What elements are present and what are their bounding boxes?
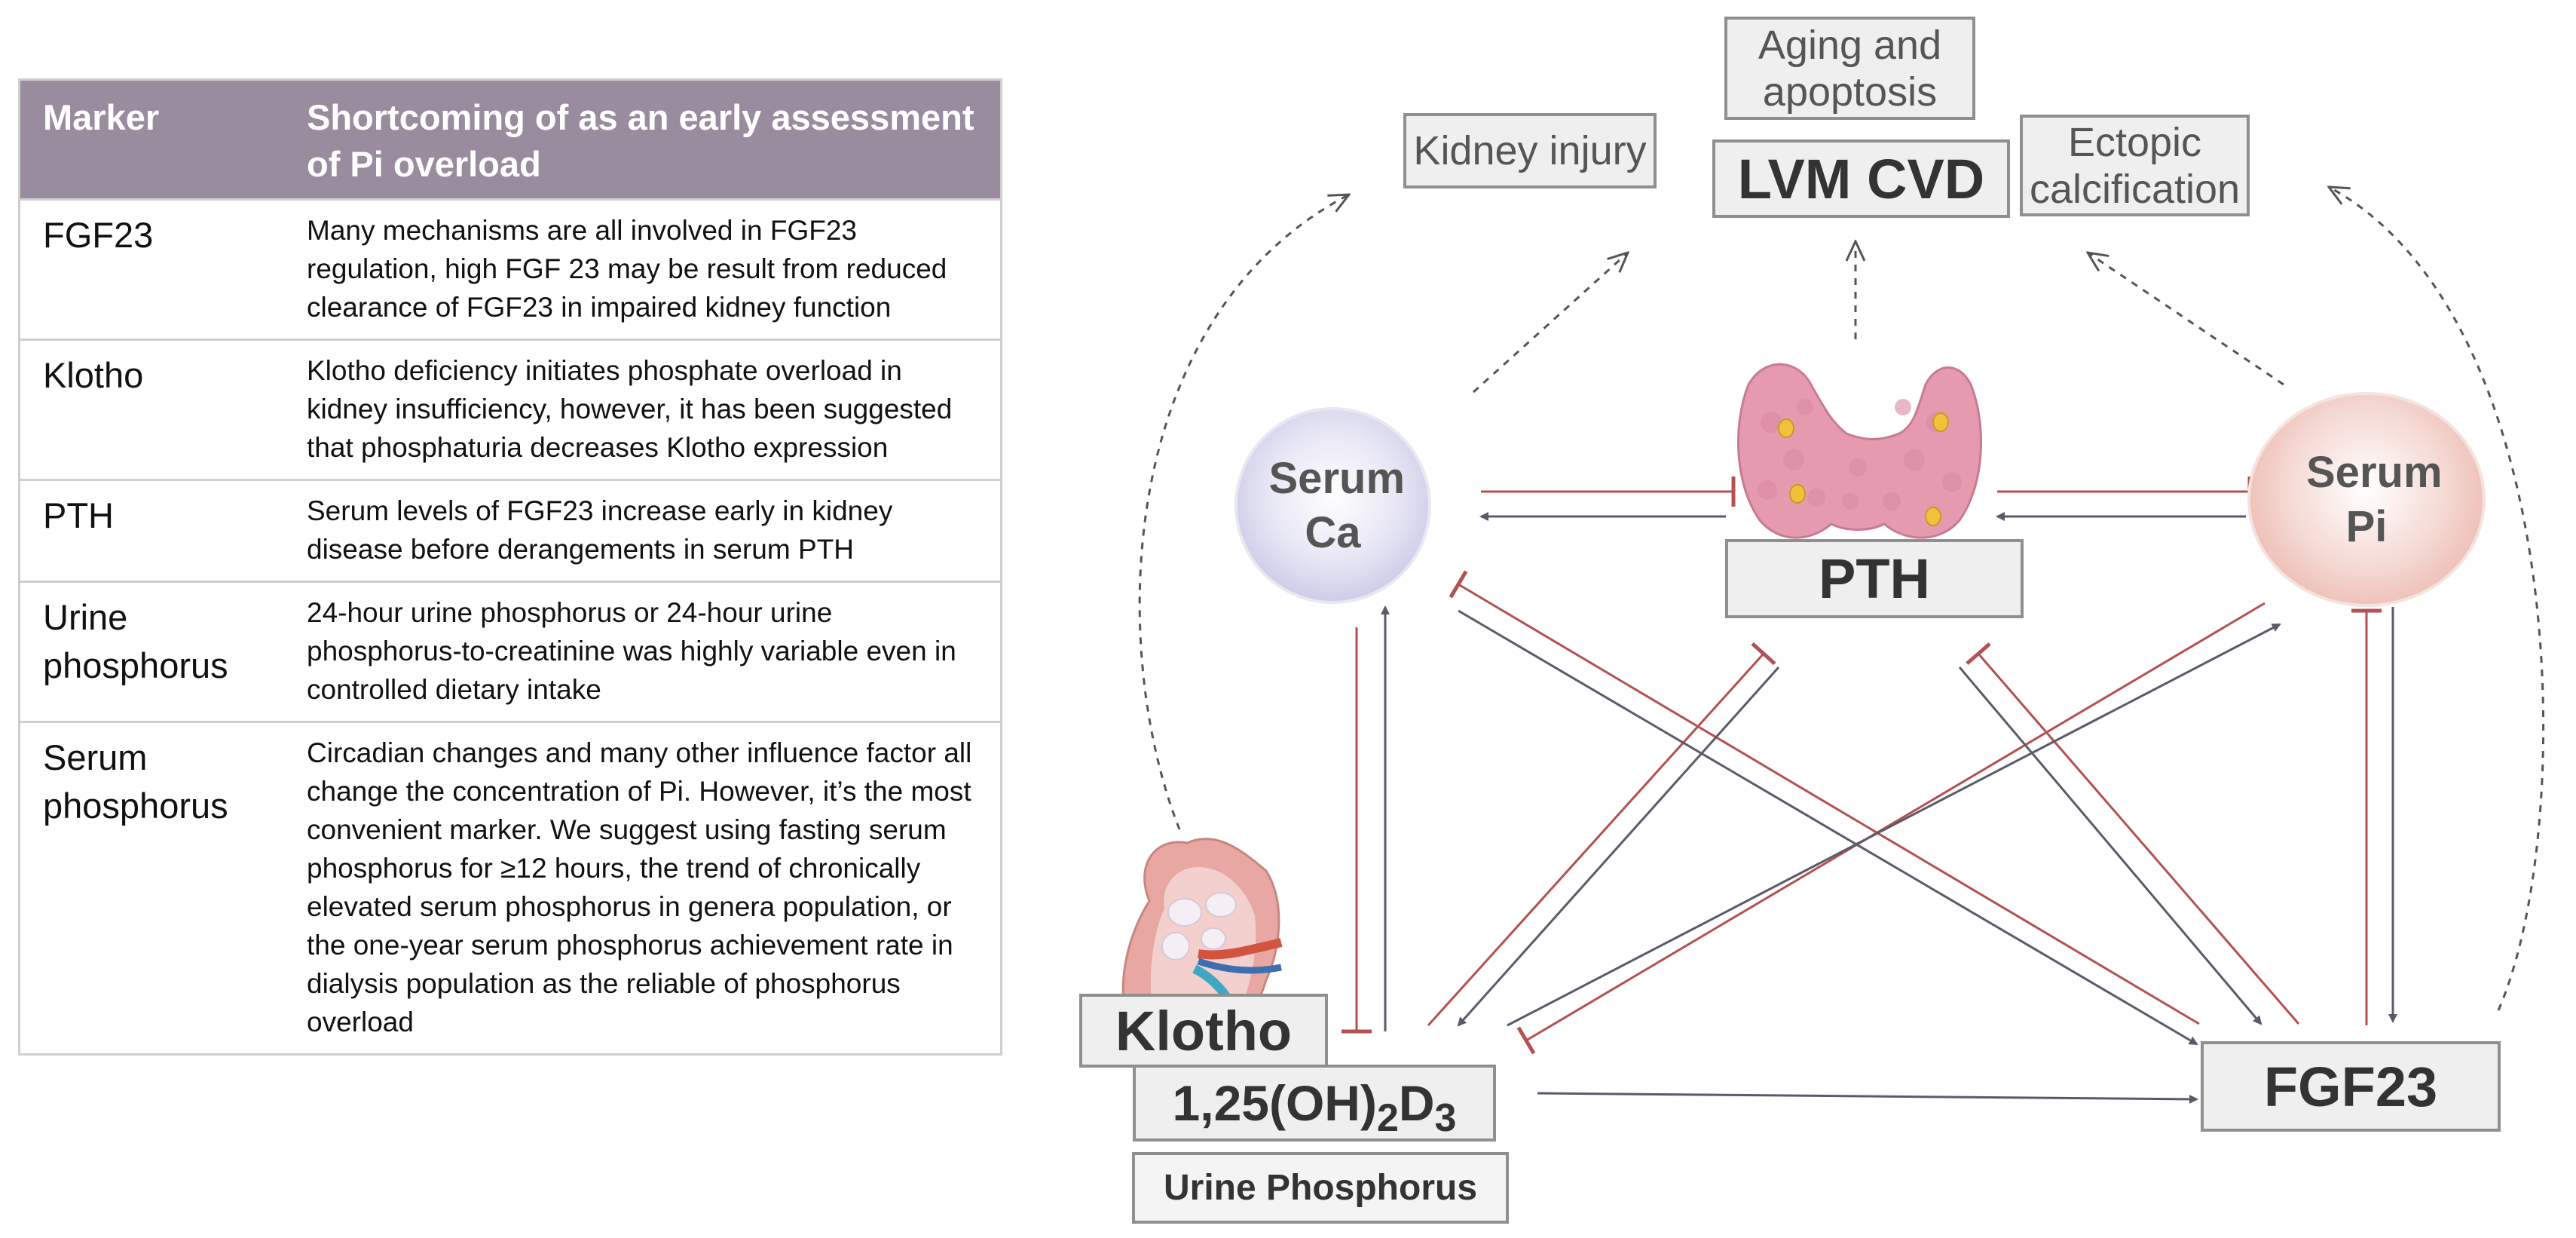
inhibit-fgf23-ca [1449, 570, 2200, 1025]
vitamin-d-subscript-3: 3 [1434, 1096, 1457, 1140]
dashed-arrow-fgf23-right [2329, 187, 2545, 1011]
marker-cell: PTH [19, 479, 299, 582]
shortcoming-cell: Klotho deficiency initiates phosphate ov… [299, 339, 1002, 480]
pth-label: PTH [1819, 547, 1930, 610]
lvm-cvd-label: LVM CVD [1737, 147, 1985, 210]
inhibit-fgf23-pth [1966, 642, 2300, 1025]
serum-pi-node: Serum Pi [2247, 392, 2486, 607]
marker-table: Marker Shortcoming of as an early assess… [18, 78, 1002, 1056]
shortcoming-cell: Circadian changes and many other influen… [299, 721, 1002, 1055]
vitamin-d-box: 1,25(OH)2D3 [1133, 1065, 1496, 1141]
column-header-shortcoming: Shortcoming of as an early assessment of… [299, 79, 1002, 200]
vitamin-d-base: 1,25(OH) [1172, 1075, 1377, 1131]
table-row: Urine phosphorus 24-hour urine phosphoru… [19, 581, 1002, 722]
urine-phosphorus-label: Urine Phosphorus [1163, 1168, 1478, 1208]
ectopic-calcification-label: Ectopic calcification [2029, 119, 2241, 212]
stim-pth-vitd [1457, 666, 1780, 1027]
vitamin-d-subscript-2: 2 [1376, 1096, 1399, 1140]
klotho-label: Klotho [1115, 999, 1293, 1062]
shortcoming-cell: Serum levels of FGF23 increase early in … [299, 479, 1002, 582]
inhibit-vitd-pth [1427, 642, 1776, 1027]
dashed-arrow-kidney-left [1138, 195, 1349, 830]
serum-ca-node: Serum Ca [1234, 407, 1431, 604]
stim-ca-fgf23 [1458, 609, 2198, 1046]
table-row: Serum phosphorus Circadian changes and m… [19, 721, 1002, 1055]
kidney-injury-label: Kidney injury [1413, 128, 1647, 173]
inhibit-pi-vitd [1516, 602, 2265, 1055]
vitamin-d-d: D [1398, 1075, 1435, 1131]
table-header-row: Marker Shortcoming of as an early assess… [19, 79, 1002, 200]
fgf23-label: FGF23 [2263, 1055, 2438, 1118]
klotho-box: Klotho [1079, 994, 1328, 1068]
pth-box: PTH [1725, 539, 2024, 618]
shortcoming-cell: Many mechanisms are all involved in FGF2… [299, 198, 1002, 340]
column-header-marker: Marker [19, 79, 299, 200]
ectopic-calcification-box: Ectopic calcification [2020, 115, 2250, 216]
parathyroid-gland-icon [1736, 363, 1983, 539]
aging-apoptosis-box: Aging and apoptosis [1724, 17, 1975, 120]
table-row: FGF23 Many mechanisms are all involved i… [19, 198, 1002, 340]
stim-vitd-fgf23 [1537, 1092, 2198, 1104]
serum-pi-label: Serum Pi [2306, 447, 2443, 551]
marker-cell: Serum phosphorus [19, 721, 299, 1055]
dashed-arrow-ca-kidney [1472, 253, 1628, 394]
aging-apoptosis-label: Aging and apoptosis [1758, 22, 1942, 115]
shortcoming-cell: 24-hour urine phosphorus or 24-hour urin… [299, 581, 1002, 722]
marker-cell: Klotho [19, 339, 299, 480]
serum-ca-label: Serum Ca [1268, 453, 1406, 557]
dashed-arrow-pi-ectopic [2088, 253, 2284, 386]
table-row: Klotho Klotho deficiency initiates phosp… [19, 339, 1002, 480]
lvm-cvd-box: LVM CVD [1712, 139, 2010, 218]
marker-cell: FGF23 [19, 198, 299, 340]
vitamin-d-label: 1,25(OH)2D3 [1172, 1074, 1457, 1140]
stim-pth-fgf23 [1958, 666, 2262, 1025]
stim-fgf23-vitd [1507, 623, 2281, 1027]
marker-cell: Urine phosphorus [19, 581, 299, 722]
fgf23-box: FGF23 [2201, 1041, 2501, 1132]
kidney-injury-box: Kidney injury [1403, 113, 1657, 188]
table-row: PTH Serum levels of FGF23 increase early… [19, 479, 1002, 582]
urine-phosphorus-box: Urine Phosphorus [1132, 1152, 1509, 1224]
